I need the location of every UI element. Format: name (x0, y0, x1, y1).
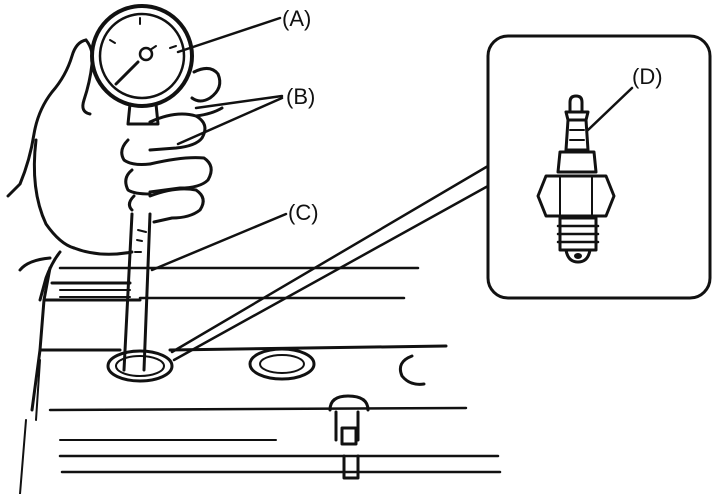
label-b: (B) (286, 84, 315, 109)
cylinder-head (19, 266, 502, 494)
head-bolt (328, 394, 370, 480)
label-c: (C) (288, 200, 319, 225)
spark-plug-hole-3 (398, 354, 426, 386)
gauge-hose (122, 212, 152, 372)
label-d: (D) (632, 64, 663, 89)
hand (6, 38, 224, 302)
leader-lines (150, 16, 634, 272)
spark-plug-hole-2 (248, 347, 316, 381)
compression-gauge (90, 4, 194, 126)
spark-plug-hole-1 (106, 349, 174, 383)
spark-plug (536, 94, 616, 264)
spark-plug-inset (170, 34, 712, 362)
label-a: (A) (282, 6, 311, 31)
